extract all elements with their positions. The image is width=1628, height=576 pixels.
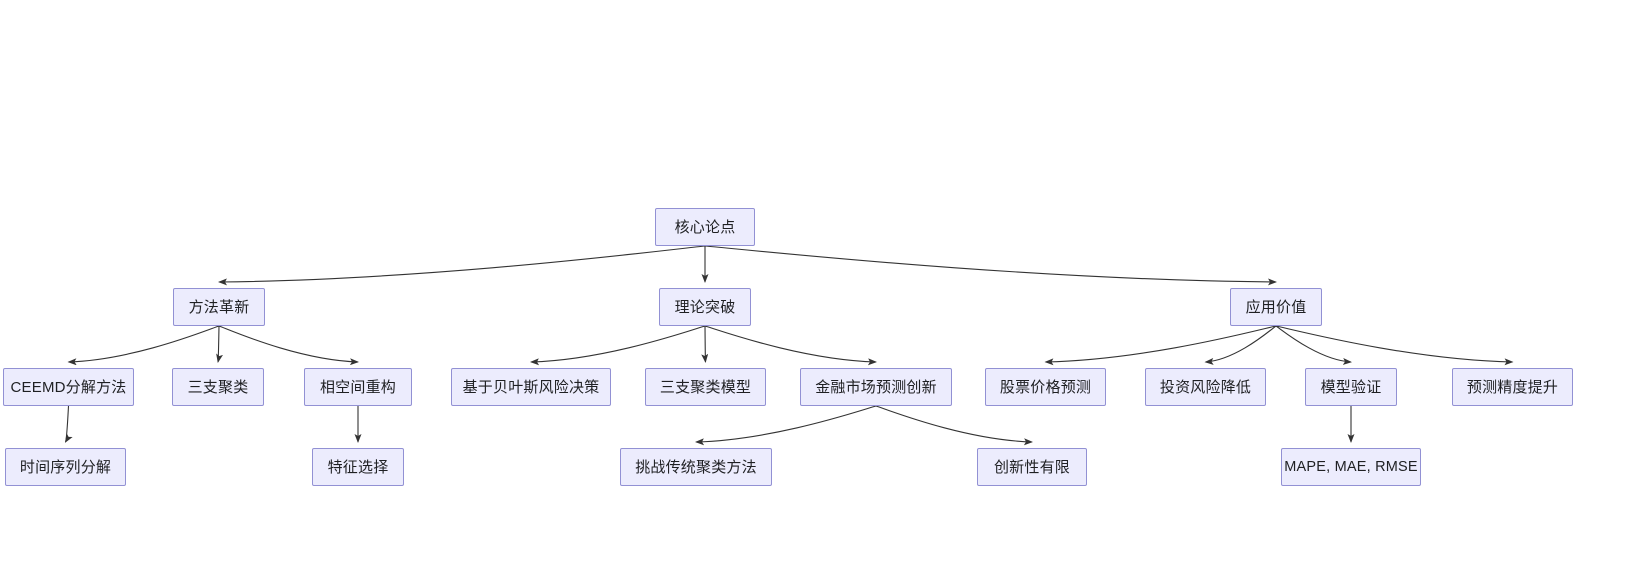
flow-node-l2b[interactable]: 三支聚类 [172,368,264,406]
edge-l1b-to-l2f [704,325,877,366]
edge-l1c-to-l2j [1275,325,1514,366]
edge-l1a-to-l2b [216,325,224,363]
flow-node-l2i[interactable]: 模型验证 [1305,368,1397,406]
edge-paths [64,245,1514,446]
flow-node-l2g[interactable]: 股票价格预测 [985,368,1106,406]
flow-node-l3a[interactable]: 时间序列分解 [5,448,126,486]
flow-node-l2f[interactable]: 金融市场预测创新 [800,368,952,406]
edge-l1c-to-l2h [1204,325,1277,365]
edge-l1c-to-l2i [1275,325,1352,365]
flow-node-l3e[interactable]: MAPE, MAE, RMSE [1281,448,1421,486]
flow-node-root[interactable]: 核心论点 [655,208,755,246]
edge-l2f-to-l3d [875,405,1033,446]
edge-root-to-l1c [704,245,1277,286]
edge-l1b-to-l2d [530,325,706,366]
flow-node-l3d[interactable]: 创新性有限 [977,448,1087,486]
flow-node-l1c[interactable]: 应用价值 [1230,288,1322,326]
flow-node-l3b[interactable]: 特征选择 [312,448,404,486]
edge-l2a-to-l3a [64,405,73,443]
flow-node-l2e[interactable]: 三支聚类模型 [645,368,766,406]
edge-l1c-to-l2g [1044,325,1277,366]
flow-node-l1b[interactable]: 理论突破 [659,288,751,326]
edge-l1b-to-l2e [701,325,709,363]
edge-l1a-to-l2a [67,325,220,366]
flow-node-l3c[interactable]: 挑战传统聚类方法 [620,448,772,486]
edge-l1a-to-l2c [218,325,359,366]
edge-root-to-l1a [218,245,706,286]
flow-node-l2a[interactable]: CEEMD分解方法 [3,368,134,406]
flow-node-l2j[interactable]: 预测精度提升 [1452,368,1573,406]
flow-node-l2c[interactable]: 相空间重构 [304,368,412,406]
flow-node-l2d[interactable]: 基于贝叶斯风险决策 [451,368,611,406]
edge-l2f-to-l3c [695,405,877,446]
flow-node-l2h[interactable]: 投资风险降低 [1145,368,1266,406]
flow-node-l1a[interactable]: 方法革新 [173,288,265,326]
